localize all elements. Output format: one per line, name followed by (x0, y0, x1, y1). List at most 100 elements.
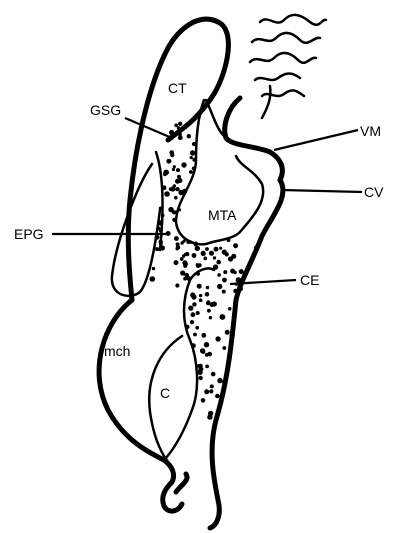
stipple-dot (175, 179, 180, 184)
stipple-dot (172, 211, 176, 215)
stipple-dot (210, 384, 214, 388)
label-ce: CE (300, 272, 319, 288)
stipple-dot (192, 166, 196, 170)
stipple-dot (178, 208, 181, 211)
stipple-dot (158, 220, 163, 225)
stipple-dot (205, 292, 210, 297)
label-epg: EPG (14, 226, 44, 242)
stipple-dot (176, 187, 180, 191)
stipple-dot (174, 124, 178, 128)
stipple-dot (196, 272, 200, 276)
stipple-dot (228, 256, 233, 261)
stipple-dot (180, 257, 184, 261)
stipple-dot (160, 245, 165, 250)
stipple-dot (207, 309, 211, 313)
stipple-dot (174, 236, 179, 241)
stipple-dot (211, 372, 216, 377)
stipple-dot (224, 375, 227, 378)
label-mta: MTA (208, 207, 237, 223)
stipple-dot (209, 316, 212, 319)
label-vm: VM (360, 123, 381, 139)
body-outline (99, 19, 283, 528)
stipple-dot (178, 135, 183, 140)
stipple-dot (189, 240, 193, 244)
stipple-dot (152, 267, 155, 270)
stipple-dot (197, 364, 201, 368)
stipple-dot (157, 227, 161, 231)
stipple-dot (155, 235, 160, 240)
stipple-dot (155, 247, 159, 251)
stipple-dot (159, 240, 163, 244)
stipple-dot (198, 376, 202, 380)
stipple-dot (162, 185, 167, 190)
stipple-dot (203, 257, 207, 261)
stipple-dot (209, 389, 213, 393)
stipple-dot (230, 333, 235, 338)
stipple-dot (163, 170, 169, 176)
stipple-dot (190, 150, 195, 155)
stipple-dot (178, 122, 182, 126)
stipple-dot (205, 353, 209, 357)
stipple-dot (200, 348, 205, 353)
stipple-dot (169, 187, 173, 191)
stipple-dot (174, 196, 178, 200)
stipple-dot (191, 312, 196, 317)
stipple-dots (150, 122, 259, 420)
stipple-dot (173, 184, 176, 187)
gsg-leader (125, 118, 172, 138)
label-gsg: GSG (90, 102, 121, 118)
stipple-dot (195, 326, 199, 330)
stipple-dot (166, 159, 171, 164)
stipple-dot (217, 378, 222, 383)
stipple-dot (159, 207, 163, 211)
stipple-dot (215, 394, 220, 399)
stipple-dot (191, 343, 196, 348)
stipple-dot (209, 251, 214, 256)
stipple-dot (173, 165, 176, 168)
stipple-dot (201, 398, 206, 403)
stipple-dot (227, 238, 231, 242)
stipple-dot (193, 242, 198, 247)
stipple-dot (208, 411, 213, 416)
stipple-dot (188, 306, 193, 311)
stipple-dot (170, 153, 174, 157)
cv-leader (282, 190, 362, 192)
stipple-dot (254, 246, 258, 250)
stipple-dot (185, 252, 189, 256)
stipple-dot (184, 262, 188, 266)
stipple-dot (192, 158, 196, 162)
stipple-dot (192, 302, 196, 306)
stipple-dot (216, 260, 221, 265)
stipple-dot (204, 342, 209, 347)
stipple-dot (204, 389, 209, 394)
stipple-dot (199, 298, 203, 302)
stipple-dot (220, 314, 226, 320)
stipple-dot (175, 283, 179, 287)
stipple-dot (201, 333, 206, 338)
stipple-dot (222, 346, 226, 350)
stipple-dot (236, 277, 242, 283)
stipple-dot (193, 333, 197, 337)
stipple-dot (215, 336, 220, 341)
stipple-dot (169, 130, 174, 135)
stipple-dot (199, 294, 202, 297)
stipple-dot (190, 320, 194, 324)
stipple-dot (205, 365, 209, 369)
label-c: C (160, 385, 170, 401)
stipple-dot (180, 241, 183, 244)
stipple-dot (230, 269, 235, 274)
stipple-dot (210, 302, 215, 307)
stipple-dot (176, 168, 180, 172)
stipple-dot (177, 126, 180, 129)
stipple-dot (178, 190, 184, 196)
stipple-dot (201, 251, 206, 256)
stipple-dot (191, 294, 196, 299)
stipple-dot (217, 284, 222, 289)
stipple-dot (161, 214, 165, 218)
stipple-dot (222, 278, 227, 283)
stipple-dot (172, 218, 176, 222)
stipple-dot (206, 286, 209, 289)
stipple-dot (192, 253, 197, 258)
